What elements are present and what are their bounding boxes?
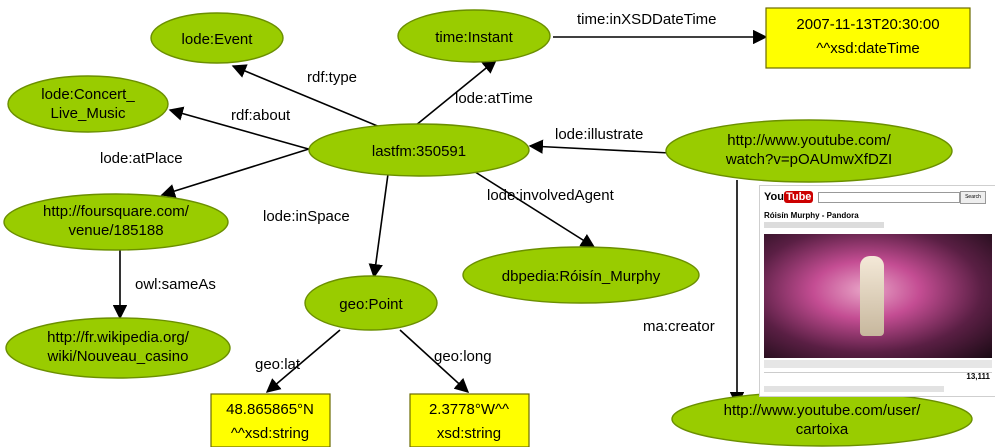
edge-involved-agent <box>471 169 596 248</box>
node-label-line2: ^^xsd:string <box>231 425 309 442</box>
edge-label-illustrate: lode:illustrate <box>555 126 643 143</box>
node-foursquare: http://foursquare.com/ venue/185188 <box>3 193 229 251</box>
node-lastfm: lastfm:350591 <box>308 123 530 177</box>
edge-illustrate <box>528 139 671 154</box>
performer-figure <box>860 256 884 336</box>
edge-labels: rdf:type lode:atTime time:inXSDDateTime … <box>100 11 716 373</box>
node-geo-point: geo:Point <box>304 275 438 331</box>
node-label-line1: lode:Concert_ <box>41 86 135 103</box>
node-label-line1: 48.865865°N <box>226 401 314 418</box>
node-label-line2: wiki/Nouveau_casino <box>47 348 189 365</box>
edge-geo-long <box>399 329 470 393</box>
node-dbpedia: dbpedia:Róisín_Murphy <box>462 246 700 304</box>
node-long-literal: 2.3778°W^^ xsd:string <box>409 393 530 447</box>
node-label-line2: venue/185188 <box>68 222 163 239</box>
node-label-line2: Live_Music <box>50 105 126 122</box>
node-label-line1: http://www.youtube.com/ <box>727 132 891 149</box>
node-wikipedia: http://fr.wikipedia.org/ wiki/Nouveau_ca… <box>5 317 231 379</box>
edge-label-geo-lat: geo:lat <box>255 356 301 373</box>
node-label-line1: 2007-11-13T20:30:00 <box>796 16 939 33</box>
node-datetime-literal: 2007-11-13T20:30:00 ^^xsd:dateTime <box>765 7 971 69</box>
edge-label-at-time: lode:atTime <box>455 90 533 107</box>
node-label: lastfm:350591 <box>372 143 466 160</box>
node-label-line2: xsd:string <box>437 425 501 442</box>
edge-rdf-about <box>168 106 313 151</box>
edge-label-creator: ma:creator <box>643 318 715 335</box>
node-label-line2: cartoixa <box>796 421 849 438</box>
edge-geo-lat <box>265 329 341 393</box>
youtube-video-frame <box>764 234 992 358</box>
edge-label-rdf-type: rdf:type <box>307 69 357 86</box>
youtube-action-bar <box>764 372 992 383</box>
node-label: time:Instant <box>435 29 513 46</box>
node-label: geo:Point <box>339 296 403 313</box>
node-label-line1: http://www.youtube.com/user/ <box>724 402 922 419</box>
node-label: dbpedia:Róisín_Murphy <box>502 268 661 285</box>
node-youtube-user: http://www.youtube.com/user/ cartoixa <box>671 391 973 447</box>
node-label-line1: http://fr.wikipedia.org/ <box>47 329 190 346</box>
edges <box>112 29 768 407</box>
edge-label-geo-long: geo:long <box>434 348 492 365</box>
edge-at-time <box>409 59 498 131</box>
node-concert-live-music: lode:Concert_ Live_Music <box>7 75 169 133</box>
edge-label-involved-agent: lode:involvedAgent <box>487 187 615 204</box>
youtube-search-button: Search <box>960 191 986 204</box>
edge-label-at-place: lode:atPlace <box>100 150 183 167</box>
youtube-search-input <box>818 192 960 203</box>
node-label-line1: http://foursquare.com/ <box>43 203 190 220</box>
youtube-view-count: 13,111 <box>966 372 990 381</box>
youtube-video-title: Róisín Murphy - Pandora <box>764 211 859 220</box>
node-label-line2: watch?v=pOAUmwXfDZI <box>725 151 892 168</box>
edge-rdf-type <box>231 64 393 133</box>
edge-label-in-space: lode:inSpace <box>263 208 350 225</box>
youtube-player-controls <box>764 360 992 368</box>
node-label-line1: 2.3778°W^^ <box>429 401 509 418</box>
node-time-instant: time:Instant <box>397 9 551 63</box>
node-lode-event: lode:Event <box>150 12 284 64</box>
youtube-video-meta <box>764 222 884 228</box>
node-label: lode:Event <box>182 31 254 48</box>
node-youtube-watch: http://www.youtube.com/ watch?v=pOAUmwXf… <box>665 119 953 183</box>
edge-label-rdf-about: rdf:about <box>231 107 291 124</box>
youtube-video-description <box>764 386 944 392</box>
edge-in-space <box>368 173 389 279</box>
node-lat-literal: 48.865865°N ^^xsd:string <box>210 393 331 447</box>
edge-label-in-xsd-datetime: time:inXSDDateTime <box>577 11 716 28</box>
edge-label-same-as: owl:sameAs <box>135 276 216 293</box>
node-label-line2: ^^xsd:dateTime <box>816 40 920 57</box>
edge-at-place <box>160 147 313 198</box>
